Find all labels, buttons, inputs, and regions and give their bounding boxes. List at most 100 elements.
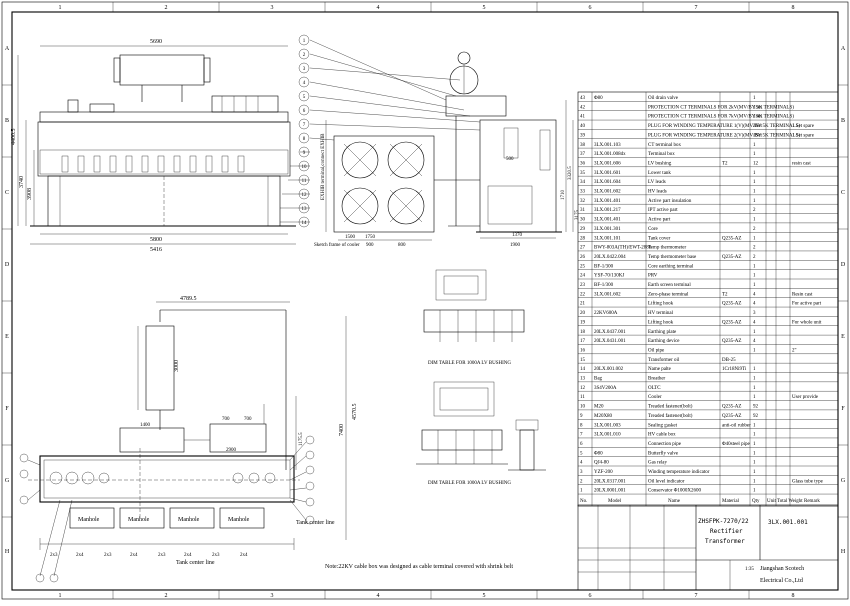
bom-cell: 1Set xyxy=(753,133,763,138)
bom-cell: Q235-AZ xyxy=(722,414,741,419)
bom-cell: 1 xyxy=(753,377,756,382)
border-column-label: 7 xyxy=(695,593,698,599)
bom-cell: Name palte xyxy=(648,367,672,372)
bom-cell: 1 xyxy=(753,386,756,391)
bom-cell: 1 xyxy=(753,96,756,101)
bom-cell: 3LX.001.401 xyxy=(594,199,621,204)
bom-cell: User provide xyxy=(792,395,819,400)
bom-cell: 37 xyxy=(580,152,586,157)
bom-cell: 31 xyxy=(580,208,586,213)
bom-cell: 2 xyxy=(753,246,756,251)
callout-bubble xyxy=(298,216,310,228)
plan-view-note: Note:22KV cable box was designed as cabl… xyxy=(325,564,513,570)
callout-number: 12 xyxy=(302,193,308,198)
callout-number: 11 xyxy=(302,179,307,184)
border-column-label: 1 xyxy=(59,593,62,599)
bom-cell: 24 xyxy=(580,274,586,279)
border-row-label: E xyxy=(841,334,845,340)
bottom-dim: 2x3 xyxy=(212,553,220,558)
front-view-dim: 3740 xyxy=(19,176,25,188)
bom-header-cell: Total Weight xyxy=(777,499,803,504)
bom-cell: PROTECTION CT TERMINALS FOR 7kV(MV/BY 4K… xyxy=(648,115,794,120)
bom-cell: IPT active part xyxy=(648,208,678,213)
border-row-label: A xyxy=(5,46,10,52)
bom-cell: PLUG FOR WINDING TEMPERATURE 2(V)(MV/BY … xyxy=(648,133,800,138)
bom-cell: Tank cover xyxy=(648,236,671,241)
border-row-label: C xyxy=(841,190,845,196)
bom-cell: 12 xyxy=(580,386,586,391)
bom-cell: 43 xyxy=(580,96,586,101)
bom-cell: Q235-AZ xyxy=(722,405,741,410)
side-view-dim: 1900 xyxy=(510,243,521,248)
bom-cell: T2 xyxy=(722,161,728,166)
product-name: Transformer xyxy=(705,538,745,545)
bom-cell: 3LX.001.606 xyxy=(594,161,621,166)
bom-header-cell: Model xyxy=(608,499,622,504)
bom-cell: Gas relay xyxy=(648,461,668,466)
bom-cell: Butterfly valve xyxy=(648,451,679,456)
plan-view-dim: 4789.5 xyxy=(180,296,197,302)
bom-cell: Q235-AZ xyxy=(722,255,741,260)
bom-cell: 92 xyxy=(753,405,759,410)
bom-cell: BF-1/300 xyxy=(594,264,614,269)
bom-cell: Transformer oil xyxy=(648,358,680,363)
bom-cell: 1 xyxy=(753,442,756,447)
plan-view-labels: 4789.5 7400 3000 4570.5 1175.5 700 700 1… xyxy=(50,296,513,570)
bom-cell: Temp thermometer xyxy=(648,246,686,251)
side-view-dim: 3320.5 xyxy=(568,166,573,180)
bom-cell: Lifting hook xyxy=(648,302,674,307)
bom-cell: 20LX.0001.001 xyxy=(594,489,626,494)
bom-cell: 1 xyxy=(753,236,756,241)
bom-cell: 2 xyxy=(580,479,583,484)
bom-cell: For active part xyxy=(792,302,822,307)
bom-cell: 3LX.001.602 xyxy=(594,292,621,297)
bom-cell: 1Cr18Ni9Ti xyxy=(722,367,747,372)
bom-cell: Conservator Φ1000X2600 xyxy=(648,489,701,494)
front-view-dims: 5690 5800 5416 4400.5 3740 3908 xyxy=(11,39,162,253)
front-view-dim: 5690 xyxy=(150,39,162,45)
bom-cell: 32 xyxy=(580,199,586,204)
bom-cell: Q235-AZ xyxy=(722,320,741,325)
bom-cell: 17 xyxy=(580,339,586,344)
bom-cell: 2 xyxy=(753,208,756,213)
bom-cell: 20LX.001.002 xyxy=(594,367,624,372)
bom-cell: anti-oil rubber xyxy=(722,423,751,428)
bom-cell: 3 xyxy=(580,470,583,475)
bom-cell: HV leads xyxy=(648,190,667,195)
border-row-label: D xyxy=(5,262,10,268)
bom-cell: 36 xyxy=(580,161,586,166)
side-view xyxy=(280,39,574,241)
plan-view-dim: 4570.5 xyxy=(352,404,358,421)
product-model: ZHSFPK-7270/22 xyxy=(698,518,749,525)
bom-cell: 1 xyxy=(753,171,756,176)
bom-cell: resin cast xyxy=(792,161,811,166)
bom-cell: 1 xyxy=(753,199,756,204)
bom-header-cell: Material xyxy=(722,499,740,504)
bottom-dim: 2x4 xyxy=(130,553,138,558)
bom-cell: 20LX.0431.001 xyxy=(594,339,626,344)
bom-header-cell: Name xyxy=(668,499,681,504)
bom-cell: 3LX.001.003 xyxy=(594,423,621,428)
bom-cell: 1 xyxy=(753,489,756,494)
bom-cell: Cooler xyxy=(648,395,662,400)
border-column-label: 2 xyxy=(165,593,168,599)
bom-cell: 3LX.001.602 xyxy=(594,190,621,195)
bom-cell: For whole unit xyxy=(792,320,822,325)
bom-cell: HV terminal xyxy=(648,311,674,316)
bom-cell: Treaded fastener(bolt) xyxy=(648,405,693,410)
plan-view-dim: 3000 xyxy=(174,360,180,372)
border-row-label: F xyxy=(841,406,845,412)
bom-cell: 1 xyxy=(753,283,756,288)
border-column-label: 7 xyxy=(695,5,698,11)
bom-cell: 10 xyxy=(580,405,586,410)
border-column-label: 1 xyxy=(59,5,62,11)
bom-cell: 3LX.001.101 xyxy=(594,236,621,241)
bom-cell: 1 xyxy=(753,395,756,400)
tank-center-line-label: Tank center line xyxy=(296,520,335,526)
border-row-label: G xyxy=(5,478,10,484)
callout-bubble xyxy=(298,202,310,214)
bom-cell: 18 xyxy=(580,330,586,335)
border-column-label: 6 xyxy=(589,5,592,11)
bom-cell: 35 xyxy=(580,171,586,176)
